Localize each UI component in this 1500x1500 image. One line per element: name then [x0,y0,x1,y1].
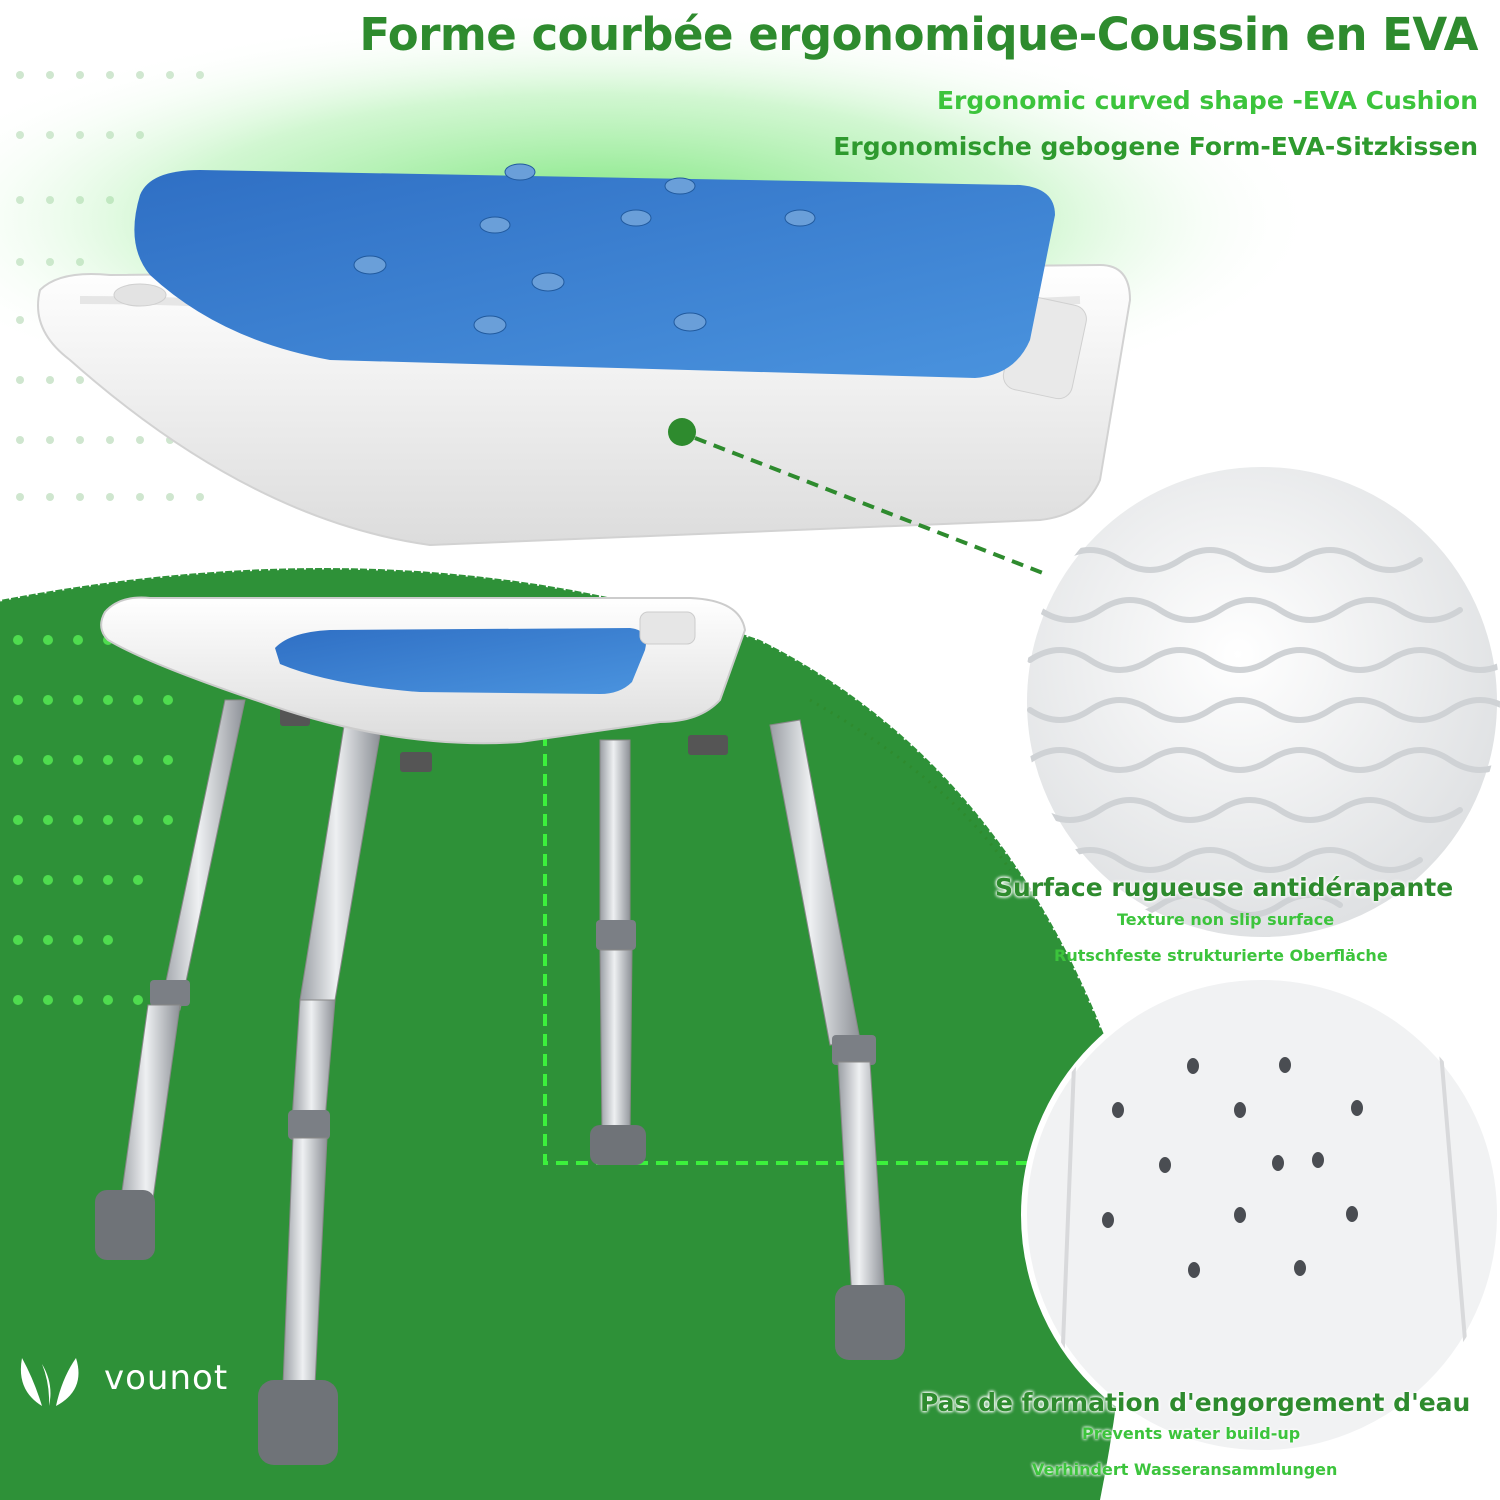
brand-logo: vounot [12,1350,252,1414]
surface-feature-english: Texture non slip surface [1117,910,1335,929]
brand-name: vounot [104,1358,229,1398]
main-title: Forme courbée ergonomique-Coussin en EVA [359,8,1478,61]
green-background [0,566,1128,1500]
stool-legs [95,699,905,1465]
drain-holes-closeup-circle [1021,974,1500,1456]
leaf-logo-icon [20,1358,79,1406]
drain-feature-german: Verhindert Wasseransammlungen [1032,1460,1338,1479]
texture-closeup-circle [1021,461,1500,943]
drain-feature-title: Pas de formation d'engorgement d'eau [920,1388,1471,1417]
drain-feature-english: Prevents water build-up [1082,1424,1301,1443]
subtitle-english: Ergonomic curved shape -EVA Cushion [936,86,1478,115]
exploded-eva-cushion [134,163,1055,378]
stool-seat [100,596,747,745]
dot-pattern-green [13,635,173,1005]
surface-feature-german: Rutschfeste strukturierte Oberfläche [1054,946,1388,965]
subtitle-german: Ergonomische gebogene Form-EVA-Sitzkisse… [833,132,1478,161]
surface-feature-title: Surface rugueuse antidérapante [995,873,1454,902]
